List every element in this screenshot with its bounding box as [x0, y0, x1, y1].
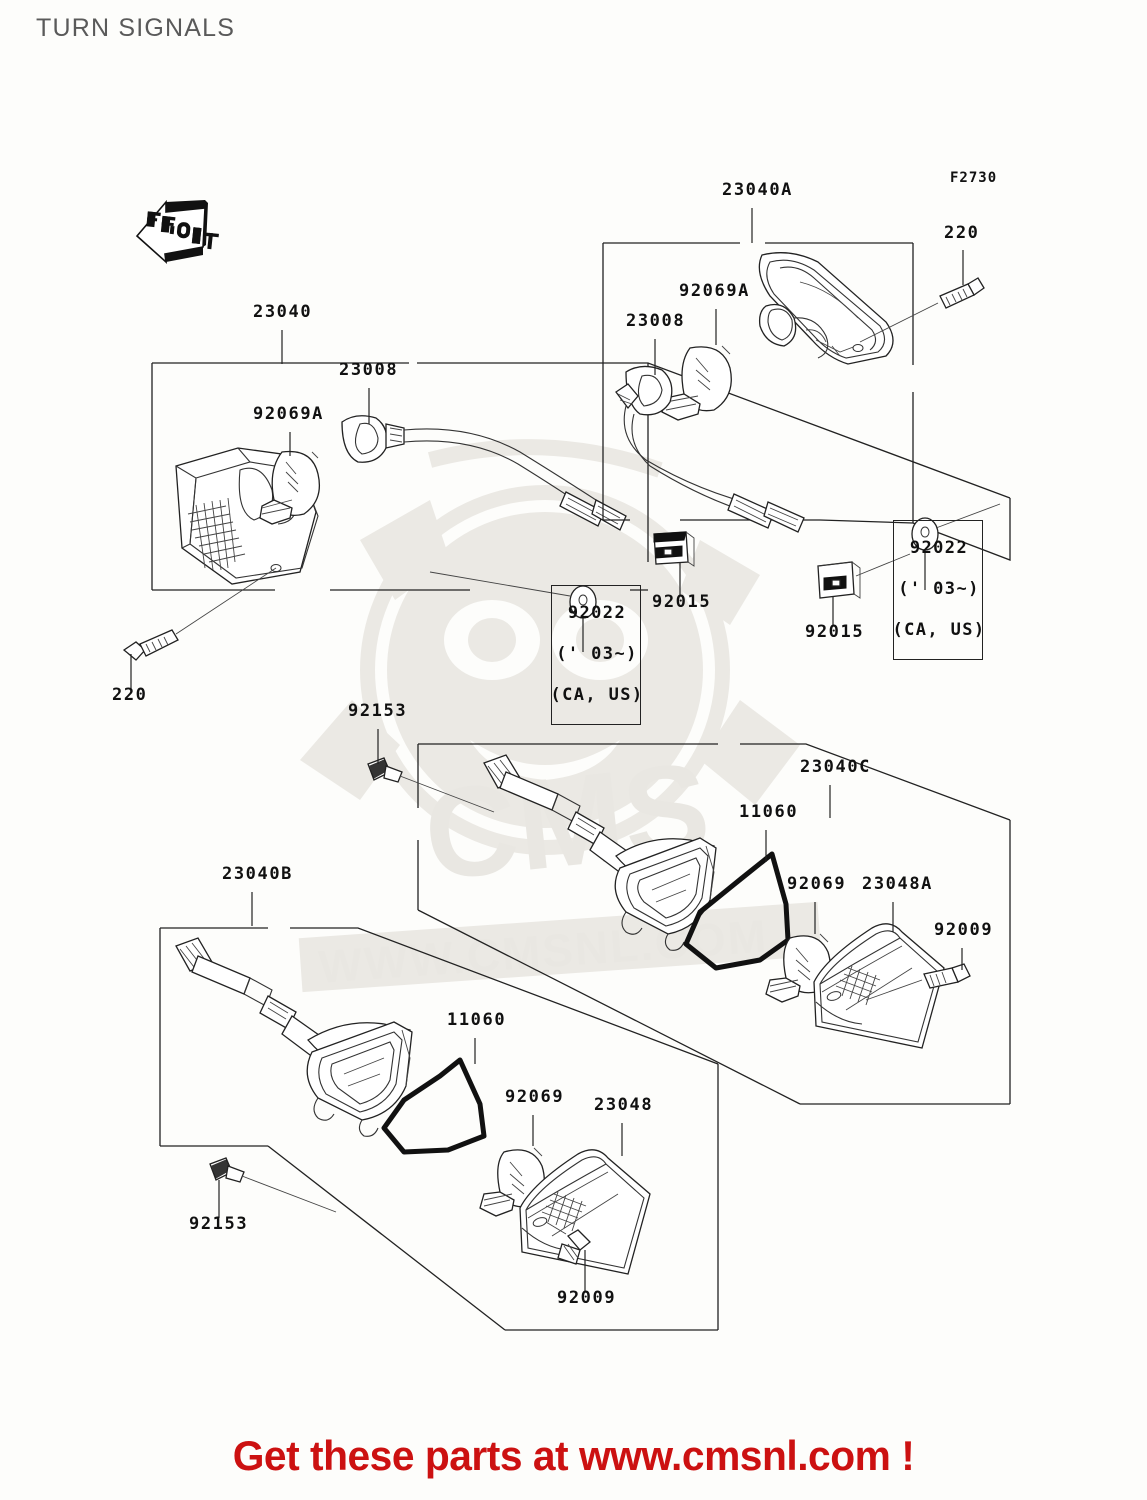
part-label-92069A-left: 92069A — [253, 404, 325, 424]
part-11060-gasket-upper — [683, 851, 791, 971]
part-92009-screw-lower — [545, 1221, 591, 1265]
part-label-23040A: 23040A — [722, 180, 794, 200]
part-220-screw-right — [859, 277, 985, 343]
callout-box-92022-left: 92022 (' 03~) (CA, US) — [550, 585, 642, 725]
part-23040B-stem-lamp — [175, 937, 413, 1137]
callout-92022-left-line2: (' 03~) — [556, 644, 638, 664]
part-92022-washer-left — [429, 571, 597, 619]
label-leader-lines — [130, 208, 964, 1292]
part-label-92009-upper: 92009 — [934, 920, 994, 940]
part-label-92015-right: 92015 — [805, 622, 865, 642]
part-label-11060-upper: 11060 — [739, 802, 799, 822]
callout-92022-left-line3: (CA, US) — [550, 685, 644, 705]
part-23040A-lamp — [758, 252, 894, 365]
part-23008-socket-left — [341, 415, 627, 531]
callout-92022-right-line1: 92022 — [909, 538, 969, 558]
part-92009-screw-upper — [865, 963, 971, 1001]
part-label-220-right: 220 — [944, 223, 980, 243]
callout-92022-right-line2: (' 03~) — [898, 579, 980, 599]
part-label-23008-right: 23008 — [626, 311, 686, 331]
part-23040C-stem-lamp — [483, 754, 717, 951]
part-220-screw-left — [122, 567, 277, 661]
part-label-23040C: 23040C — [800, 757, 872, 777]
part-label-11060-lower: 11060 — [447, 1010, 507, 1030]
part-92015-clip-right — [817, 553, 911, 599]
part-92153-bolt-lower — [209, 1157, 337, 1213]
page-title: TURN SIGNALS — [36, 14, 236, 42]
part-label-92153-upper: 92153 — [348, 701, 408, 721]
callout-box-92022-right: 92022 (' 03~) (CA, US) — [892, 520, 984, 660]
assembly-box-23040B — [159, 927, 719, 1331]
diagram-reference-code: F2730 — [950, 170, 998, 186]
part-label-92069-lower: 92069 — [505, 1087, 565, 1107]
part-23048A-lens-upper — [813, 923, 945, 1049]
callout-92022-right-line3: (CA, US) — [892, 620, 986, 640]
front-arrow-icon — [135, 199, 219, 265]
part-92153-bolt-upper — [367, 757, 495, 813]
part-label-92069A-right: 92069A — [679, 281, 751, 301]
part-label-23048: 23048 — [594, 1095, 654, 1115]
part-label-23008-left: 23008 — [339, 360, 399, 380]
part-label-92009-lower: 92009 — [557, 1288, 617, 1308]
part-92069A-bulb-left — [259, 450, 321, 525]
part-92069A-bulb-right — [661, 345, 732, 421]
part-92015-clip-left — [653, 531, 695, 567]
part-23008-socket-right — [615, 365, 805, 533]
part-11060-gasket-lower — [381, 1057, 487, 1155]
part-label-23040: 23040 — [253, 302, 313, 322]
footer-cta-link[interactable]: Get these parts at www.cmsnl.com ! — [232, 1432, 915, 1479]
assembly-box-23040C — [417, 743, 1011, 1105]
part-label-23048A: 23048A — [862, 874, 934, 894]
part-label-23040B: 23040B — [222, 864, 294, 884]
callout-92022-left-line1: 92022 — [567, 603, 627, 623]
part-label-92153-lower: 92153 — [189, 1214, 249, 1234]
part-label-92015-left: 92015 — [652, 592, 712, 612]
part-label-92069-upper: 92069 — [787, 874, 847, 894]
part-23048-lens-lower — [519, 1149, 651, 1275]
part-label-220-left: 220 — [112, 685, 148, 705]
part-92022-washer-right — [911, 503, 1001, 551]
